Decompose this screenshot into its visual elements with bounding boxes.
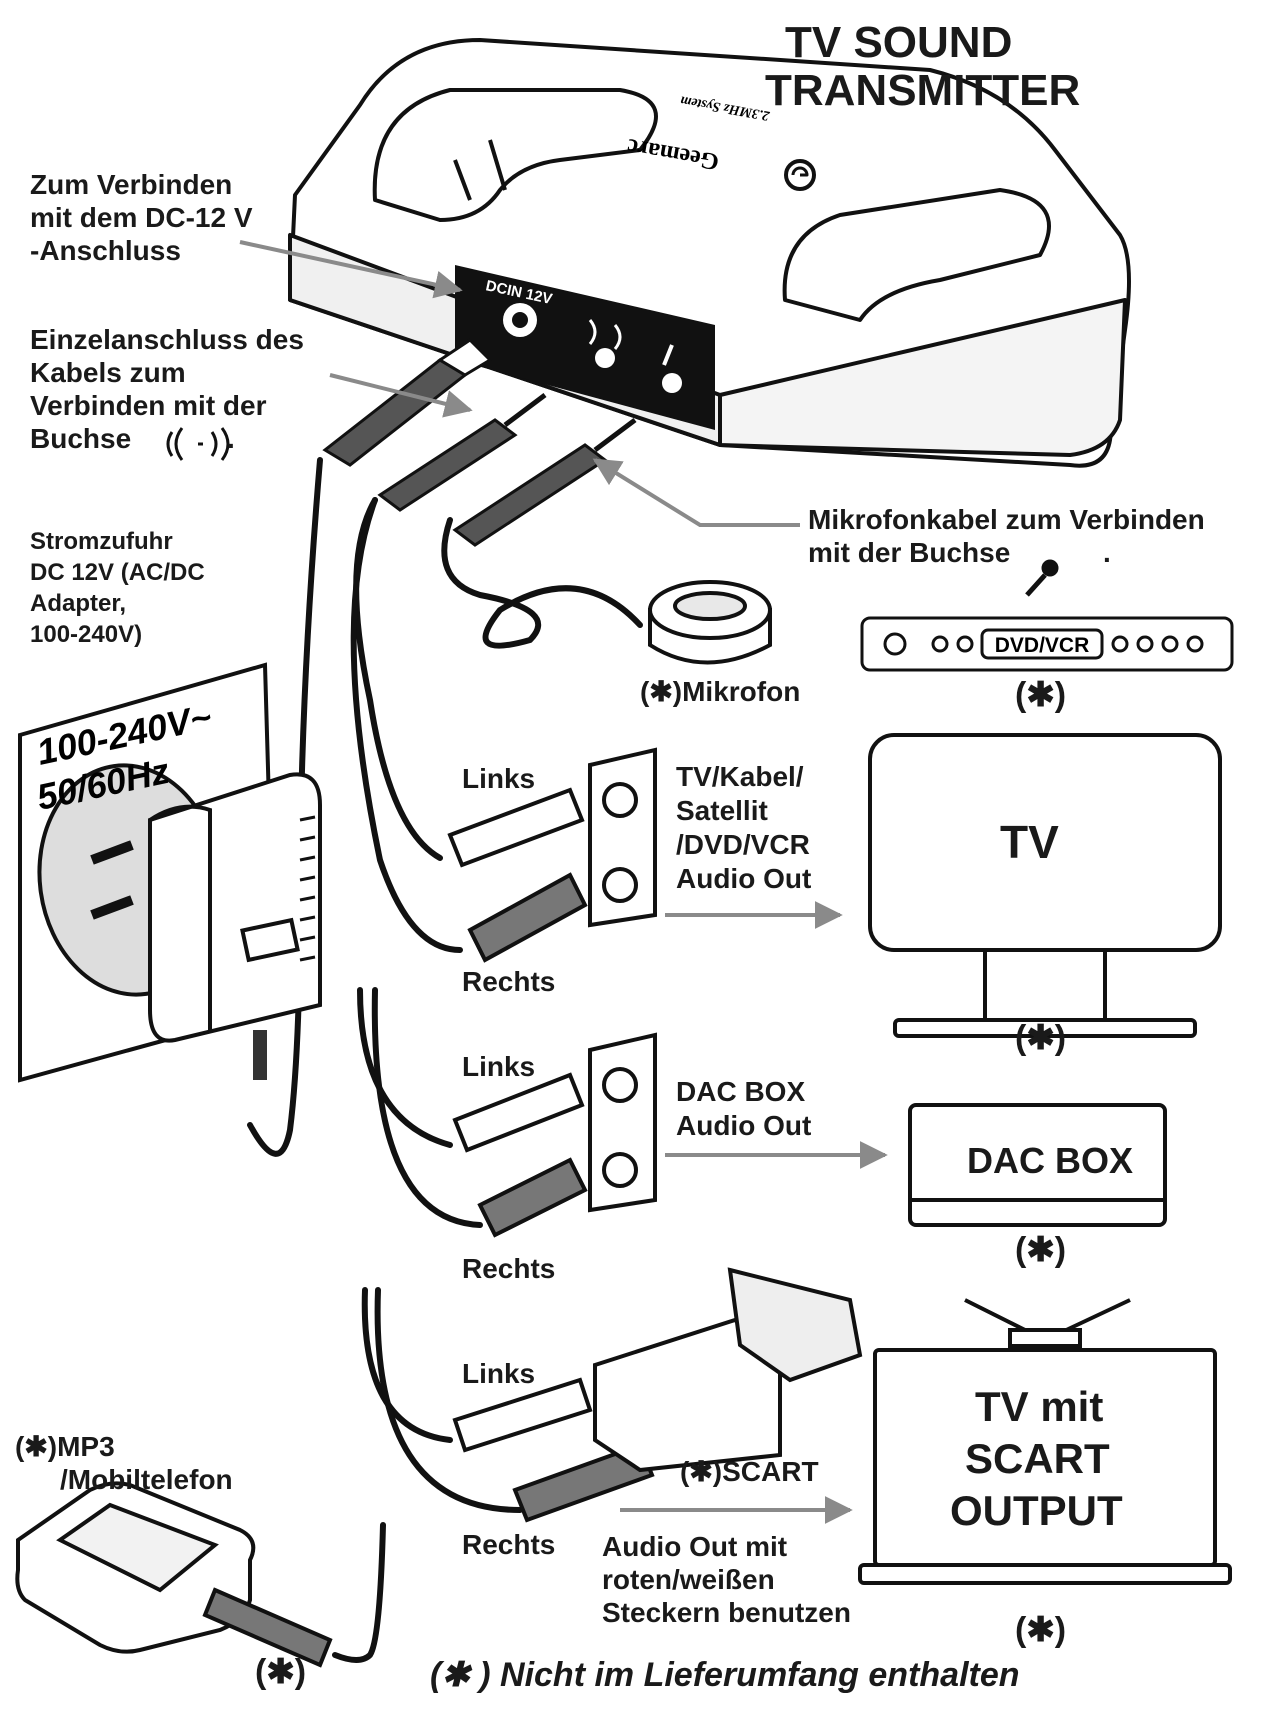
scart-instr-line3: Steckern benutzen — [602, 1597, 851, 1628]
power-adapter — [90, 772, 322, 1080]
dac-source-line2: Audio Out — [676, 1110, 812, 1141]
tv-device — [868, 733, 1222, 1038]
single-cable-line2: Kabels zum — [30, 357, 186, 388]
microphone-icon — [1025, 559, 1059, 597]
scart-tv-asterisk: (✱) — [1015, 1611, 1067, 1649]
power-line2: DC 12V (AC/DC — [30, 559, 205, 586]
tv-asterisk: (✱) — [1015, 1019, 1067, 1057]
scart-links-label: Links — [462, 1358, 536, 1389]
scart-label: (✱)SCART — [680, 1456, 819, 1487]
tv-source-line3: /DVD/VCR — [676, 829, 810, 860]
pointer-lines — [239, 240, 888, 1524]
mp3-line2: /Mobiltelefon — [60, 1464, 233, 1495]
dac-links-label: Links — [462, 1051, 536, 1082]
mic-cable-line1: Mikrofonkabel zum Verbinden — [808, 504, 1205, 535]
title-line2: TRANSMITTER — [765, 66, 1081, 115]
tv-scart-line1: TV mit — [975, 1383, 1104, 1430]
dc-connect-line2: mit dem DC-12 V — [30, 202, 253, 233]
rca-panel-dac — [588, 1032, 657, 1213]
single-cable-period: . — [227, 423, 235, 454]
wireless-jack-icon — [166, 427, 230, 461]
dvd-vcr-asterisk: (✱) — [1015, 676, 1067, 714]
dac-source-line1: DAC BOX — [676, 1076, 806, 1107]
single-cable-line4: Buchse — [30, 423, 132, 454]
single-cable-line3: Verbinden mit der — [30, 390, 267, 421]
footnote: (✱ ) Nicht im Lieferumfang enthalten — [430, 1656, 1020, 1694]
mic-cable-period: . — [1103, 537, 1111, 568]
tv-source-line1: TV/Kabel/ — [676, 761, 804, 792]
mic-cable-line2: mit der Buchse — [808, 537, 1011, 568]
mp3-line1: (✱)MP3 — [15, 1431, 115, 1462]
scart-adapter — [593, 1267, 863, 1473]
rear-panel: DCIN 12V — [455, 265, 715, 430]
power-line4: 100-240V) — [30, 621, 143, 648]
rca-panel-tv — [588, 747, 657, 928]
mic-plug — [452, 418, 637, 547]
dc-connect-line1: Zum Verbinden — [30, 169, 233, 200]
audio-plug — [377, 393, 547, 512]
scart-instr-line2: roten/weißen — [602, 1564, 775, 1595]
scart-rechts-label: Rechts — [462, 1529, 556, 1560]
single-cable-line1: Einzelanschluss des — [30, 324, 304, 355]
dc-plug — [322, 338, 493, 467]
dac-box-screen-label: DAC BOX — [967, 1140, 1134, 1181]
title-line1: TV SOUND — [785, 18, 1013, 67]
scart-tv-device — [858, 1298, 1232, 1585]
dvd-vcr-device — [860, 616, 1234, 672]
tv-scart-line3: OUTPUT — [950, 1487, 1123, 1534]
tv-screen-label: TV — [1000, 816, 1059, 868]
mic-jack-icon — [662, 344, 674, 366]
dac-asterisk: (✱) — [1015, 1231, 1067, 1269]
tv-rechts-label: Rechts — [462, 966, 556, 997]
power-line1: Stromzufuhr — [30, 528, 173, 555]
dac-box-device — [908, 1103, 1167, 1227]
dac-rechts-label: Rechts — [462, 1253, 556, 1284]
rca-plugs — [447, 787, 655, 1523]
microphone-label: (✱)Mikrofon — [640, 676, 801, 707]
dvd-vcr-label: DVD/VCR — [995, 634, 1090, 657]
mp3-asterisk: (✱) — [255, 1653, 307, 1691]
mp3-device — [15, 1481, 333, 1668]
microphone-device — [648, 580, 772, 665]
tv-scart-line2: SCART — [965, 1435, 1110, 1482]
power-line3: Adapter, — [30, 590, 127, 617]
tv-source-line4: Audio Out — [676, 863, 812, 894]
tv-source-line2: Satellit — [676, 795, 768, 826]
scart-instr-line1: Audio Out mit — [602, 1531, 788, 1562]
dc-connect-line3: -Anschluss — [30, 235, 181, 266]
tv-links-label: Links — [462, 763, 536, 794]
